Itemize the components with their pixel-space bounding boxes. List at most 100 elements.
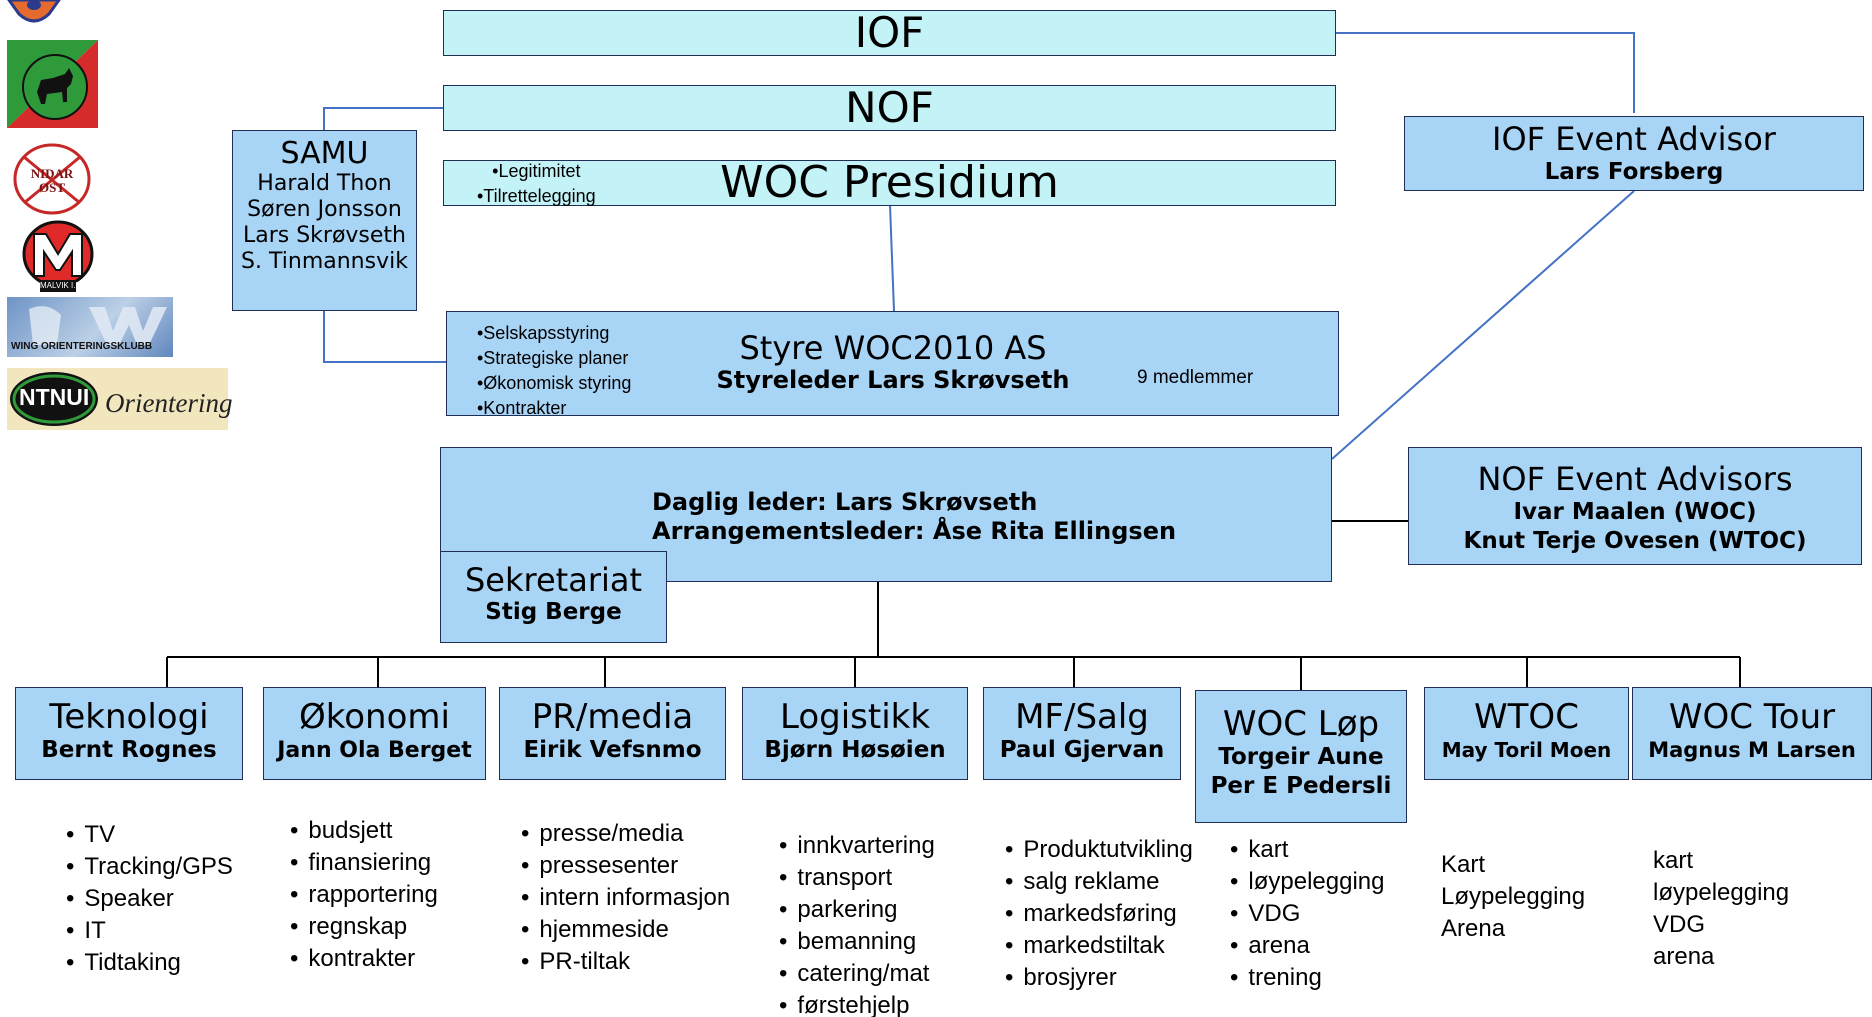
- list-item: markedsføring: [1005, 898, 1193, 930]
- samu-box: SAMU Harald Thon Søren Jonsson Lars Skrø…: [232, 130, 417, 311]
- arrangementsleder: Arrangementsleder: Åse Rita Ellingsen: [652, 517, 1177, 545]
- styre-title: Styre WOC2010 AS: [739, 329, 1047, 367]
- list-item: salg reklame: [1005, 866, 1193, 898]
- list-item: catering/mat: [779, 958, 935, 990]
- nidaros-logo-text: NIDAR ØST: [30, 166, 74, 195]
- styre-box: •Selskapsstyring •Strategiske planer •Øk…: [446, 311, 1339, 416]
- list-item: budsjett: [290, 815, 438, 847]
- dept-title: WTOC: [1474, 697, 1579, 737]
- list-item: bemanning: [779, 926, 935, 958]
- dept-lead: Per E Pedersli: [1210, 773, 1392, 799]
- teknologi-tasks: TV Tracking/GPS Speaker IT Tidtaking: [66, 819, 233, 979]
- dept-woc-tour: WOC Tour Magnus M Larsen: [1632, 687, 1872, 780]
- list-item: regnskap: [290, 911, 438, 943]
- samu-title: SAMU: [280, 136, 369, 171]
- wtoc-tasks: Kart Løypelegging Arena: [1441, 849, 1585, 945]
- iof-advisor-name: Lars Forsberg: [1544, 159, 1724, 185]
- list-item: kart: [1653, 847, 1694, 874]
- sekretariat-title: Sekretariat: [464, 561, 643, 599]
- list-item: TV: [66, 819, 233, 851]
- presidium-note: •Tilrettelegging: [477, 186, 596, 206]
- list-item: rapportering: [290, 879, 437, 911]
- list-item: løypelegging: [1653, 879, 1790, 906]
- dept-lead: Bernt Rognes: [41, 737, 217, 763]
- list-item: løypelegging: [1230, 866, 1384, 898]
- dept-mf-salg: MF/Salg Paul Gjervan: [983, 687, 1181, 780]
- list-item: presse/media: [521, 818, 730, 850]
- styre-note: •Kontrakter: [477, 398, 567, 416]
- presidium-to-styre-line: [889, 204, 895, 312]
- dept-title: WOC Tour: [1668, 697, 1836, 737]
- malvik-il-logo: MALVIK I.L.: [20, 220, 96, 293]
- list-item: brosjyrer: [1005, 962, 1193, 994]
- samu-member: Lars Skrøvseth: [242, 223, 407, 248]
- styre-leader: Styreleder Lars Skrøvseth: [716, 366, 1070, 394]
- presidium-title: WOC Presidium: [720, 157, 1059, 208]
- list-item: VDG: [1230, 898, 1385, 930]
- list-item: pressesenter: [521, 850, 730, 882]
- woc-tour-tasks: kart løypelegging VDG arena: [1653, 845, 1789, 973]
- moose-club-logo: [7, 40, 98, 128]
- iof-advisor-title: IOF Event Advisor: [1492, 120, 1776, 158]
- list-item: kart: [1230, 834, 1385, 866]
- presidium-note: •Legitimitet: [492, 161, 581, 181]
- dept-pr-media: PR/media Eirik Vefsnmo: [499, 687, 726, 780]
- list-item: intern informasjon: [521, 882, 730, 914]
- dept-title: Teknologi: [49, 697, 209, 737]
- list-item: Speaker: [66, 883, 233, 915]
- list-item: PR-tiltak: [521, 946, 730, 978]
- club-shield-logo: [7, 0, 61, 26]
- sekretariat-box: Sekretariat Stig Berge: [440, 551, 667, 643]
- dept-lead: Magnus M Larsen: [1648, 738, 1856, 762]
- dept-title: Logistikk: [779, 697, 931, 737]
- nidaros-club-logo: NIDAR ØST: [12, 143, 92, 216]
- dept-lead: Jann Ola Berget: [277, 738, 472, 763]
- sekretariat-name: Stig Berge: [485, 599, 622, 625]
- samu-member: S. Tinmannsvik: [241, 249, 408, 274]
- list-item: førstehjelp: [779, 990, 935, 1017]
- list-item: VDG: [1653, 911, 1706, 938]
- dept-title: PR/media: [531, 697, 694, 737]
- dept-lead: May Toril Moen: [1441, 738, 1612, 762]
- list-item: Kart: [1441, 851, 1486, 878]
- list-item: transport: [779, 862, 935, 894]
- nof-box: NOF: [443, 85, 1336, 131]
- list-item: Tracking/GPS: [66, 851, 233, 883]
- wing-orienteringsklubb-logo: WING ORIENTERINGSKLUBB: [7, 297, 173, 357]
- list-item: arena: [1653, 943, 1715, 970]
- iof-event-advisor-box: IOF Event Advisor Lars Forsberg: [1404, 116, 1864, 191]
- styre-note: •Strategiske planer: [477, 348, 629, 368]
- samu-to-styre-line: [323, 311, 446, 363]
- dept-lead: Paul Gjervan: [999, 737, 1165, 763]
- list-item: IT: [66, 915, 233, 947]
- styre-note: •Økonomisk styring: [477, 373, 632, 393]
- nof-advisor-name: Ivar Maalen (WOC): [1513, 499, 1757, 525]
- list-item: hjemmeside: [521, 914, 730, 946]
- samu-member: Harald Thon: [257, 171, 392, 196]
- dept-teknologi: Teknologi Bernt Rognes: [15, 687, 243, 780]
- dept-title: WOC Løp: [1222, 704, 1380, 744]
- dept-okonomi: Økonomi Jann Ola Berget: [263, 687, 486, 780]
- list-item: Produktutvikling: [1005, 834, 1192, 866]
- dept-wtoc: WTOC May Toril Moen: [1424, 687, 1629, 780]
- list-item: Arena: [1441, 915, 1506, 942]
- styre-note: •Selskapsstyring: [477, 323, 610, 343]
- malvik-logo-text: MALVIK I.L.: [40, 281, 83, 290]
- samu-to-nof-line: [323, 107, 443, 130]
- list-item: finansiering: [290, 847, 438, 879]
- nof-advisors-title: NOF Event Advisors: [1477, 460, 1793, 498]
- wing-logo-text: WING ORIENTERINGSKLUBB: [11, 341, 153, 352]
- list-item: trening: [1230, 962, 1385, 994]
- woc-lop-tasks: kart løypelegging VDG arena trening: [1230, 834, 1385, 994]
- list-item: Tidtaking: [66, 947, 233, 979]
- dept-lead: Bjørn Høsøien: [764, 737, 946, 763]
- samu-member: Søren Jonsson: [247, 197, 402, 222]
- nof-title: NOF: [845, 83, 934, 132]
- ntnui-orientering-logo: NTNUI Orientering: [7, 368, 233, 430]
- dept-title: Økonomi: [299, 697, 450, 737]
- iof-to-advisor-line: [1336, 32, 1635, 113]
- mf-salg-tasks: Produktutvikling salg reklame markedsfør…: [1005, 834, 1193, 994]
- list-item: innkvartering: [779, 830, 934, 862]
- list-item: parkering: [779, 894, 935, 926]
